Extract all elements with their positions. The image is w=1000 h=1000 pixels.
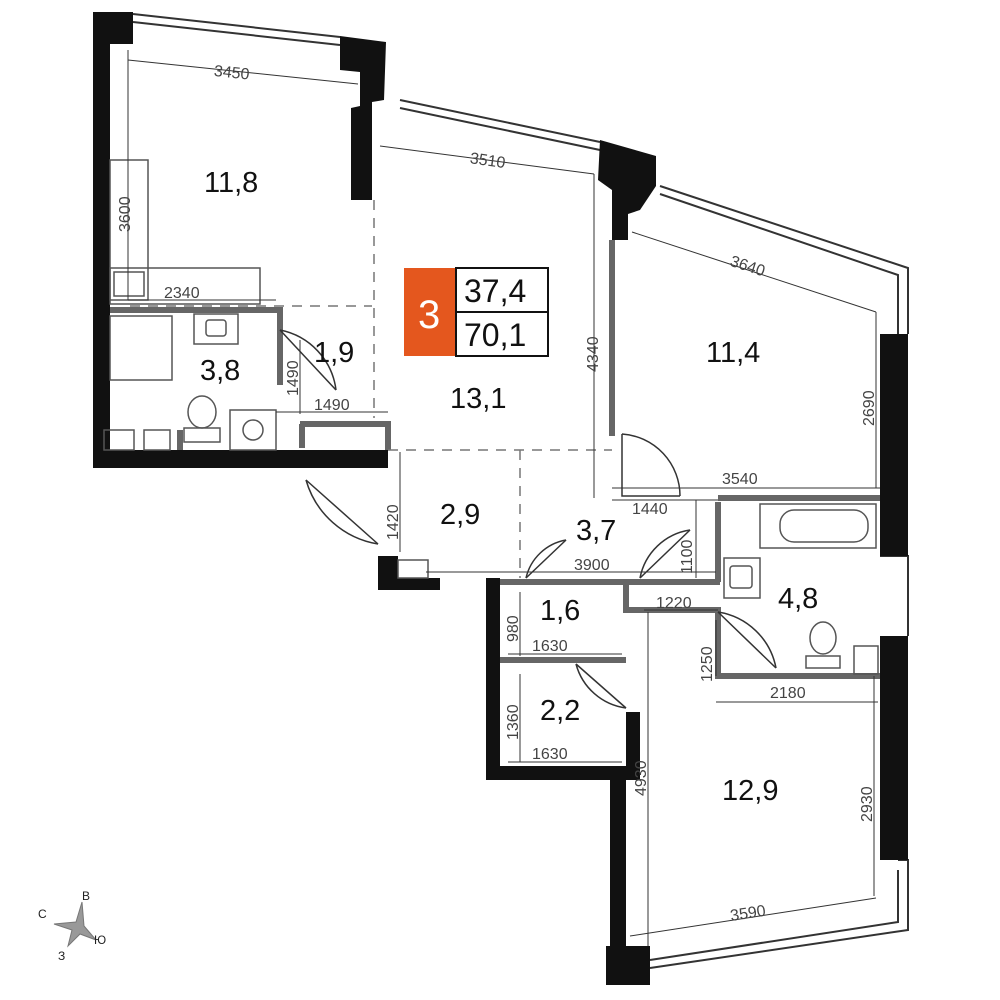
toilet-icon	[805, 621, 841, 669]
dimension-label: 1490	[285, 360, 302, 396]
sink-icon	[723, 557, 761, 599]
shower-tray	[109, 315, 173, 381]
room-count-tile	[404, 268, 456, 356]
compass-north: В	[82, 889, 90, 903]
room-count: 3	[418, 293, 440, 337]
room-area-bedroom-right: 11,4	[706, 337, 760, 369]
dimension-label: 980	[505, 615, 522, 642]
dimension-label: 1630	[532, 638, 568, 655]
dimension-label: 3600	[117, 196, 134, 232]
fixtures	[103, 159, 879, 675]
dimension-label: 2180	[770, 685, 806, 702]
room-area-living-room: 13,1	[450, 383, 506, 415]
toilet-icon	[183, 395, 221, 443]
kitchen-cabinet	[109, 267, 261, 305]
dimension-label: 3510	[469, 150, 507, 172]
room-area-bathroom-left: 3,8	[200, 355, 240, 387]
compass: В С Ю З	[38, 889, 106, 963]
dimension-label: 1100	[679, 539, 696, 574]
dimension-label: 3900	[574, 557, 610, 574]
sink-left	[193, 313, 239, 345]
dimension-label: 1630	[532, 746, 568, 763]
room-labels: 11,8 3,8 1,9 13,1 11,4 2,9 3,7 1,6 2,2 4…	[200, 167, 818, 807]
room-area-hall-entrance: 2,9	[440, 499, 480, 531]
room-area-storage-middle: 1,6	[540, 595, 580, 627]
dimension-label: 1220	[656, 595, 692, 612]
exterior-walls	[93, 12, 908, 985]
interior-walls	[110, 240, 880, 679]
dimension-lines	[127, 50, 880, 946]
compass-south: З	[58, 949, 65, 963]
dimension-label: 4340	[585, 336, 602, 372]
dimension-label: 1440	[632, 501, 668, 518]
dimension-label: 1420	[385, 504, 402, 540]
dimension-label: 1490	[314, 397, 350, 414]
room-area-storage-left: 1,9	[314, 337, 354, 369]
dimension-label: 2930	[859, 786, 876, 822]
living-area-value: 37,4	[464, 273, 526, 309]
doors	[279, 329, 777, 709]
total-area-value: 70,1	[464, 317, 526, 353]
dimension-label: 3640	[728, 253, 767, 280]
room-area-bedroom-bottom-right: 12,9	[722, 775, 778, 807]
dimension-label: 3540	[722, 471, 758, 488]
compass-star-icon	[53, 901, 97, 948]
zone-dividers	[130, 200, 612, 578]
room-area-bathroom-right: 4,8	[778, 583, 818, 615]
room-area-corridor: 3,7	[576, 515, 616, 547]
room-area-storage-lower: 2,2	[540, 695, 580, 727]
area-badge: 3 37,4 70,1	[404, 267, 549, 357]
dimension-label: 1250	[699, 646, 716, 682]
dimension-label: 4930	[633, 760, 650, 796]
room-area-bedroom-top-left: 11,8	[204, 167, 258, 199]
compass-east: Ю	[94, 933, 106, 947]
dimension-label: 2340	[164, 285, 200, 302]
dimension-label: 1360	[505, 704, 522, 740]
washing-machine-icon	[229, 409, 277, 451]
dimension-label: 3590	[729, 903, 767, 925]
bathtub-icon	[759, 503, 877, 549]
dimension-label: 2690	[861, 390, 878, 426]
compass-west: С	[38, 907, 47, 921]
dimension-label: 3450	[213, 63, 250, 84]
